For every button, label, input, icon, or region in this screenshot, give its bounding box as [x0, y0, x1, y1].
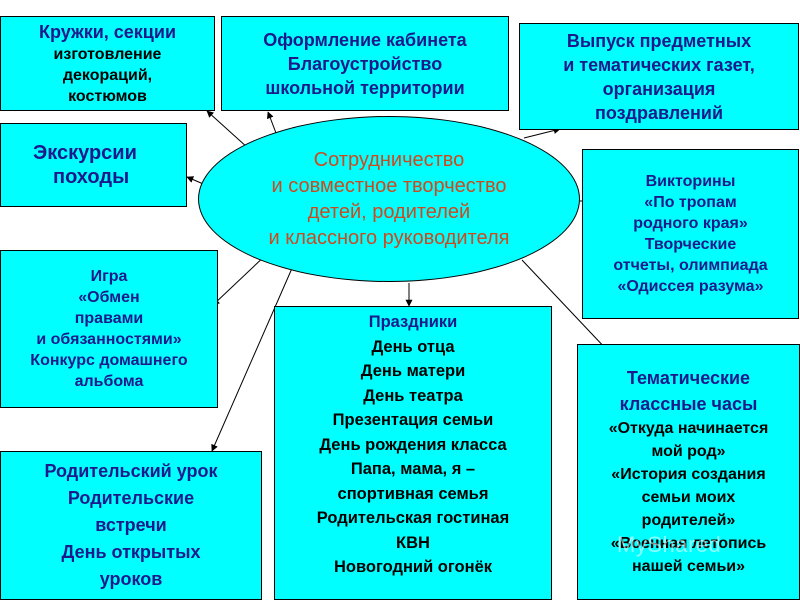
- arrow-to-vypusk: [523, 127, 561, 139]
- box-igra: Игра «Обмен правами и обязанностями» Кон…: [0, 250, 218, 408]
- box-igra-line: и обязанностями»: [36, 331, 182, 348]
- box-igra-line: альбома: [74, 373, 144, 390]
- center-line: и совместное творчество: [271, 175, 507, 197]
- box-kruzhki-line: Кружки, секции: [38, 22, 177, 42]
- box-prazdniki-line: спортивная семья: [337, 484, 489, 503]
- box-kruzhki: Кружки, секции изготовление декораций, к…: [0, 16, 215, 111]
- box-prazdniki-line: КВН: [396, 533, 430, 552]
- center-line: Сотрудничество: [313, 149, 465, 171]
- box-vypusk-line: Выпуск предметных: [566, 30, 752, 51]
- box-tematicheskie-line: классные часы: [619, 394, 758, 414]
- center-ellipse: Сотрудничество и совместное творчество д…: [198, 116, 580, 282]
- box-oformlenie-line: Оформление кабинета: [263, 29, 467, 50]
- box-tematicheskie-line: Тематические: [626, 368, 751, 388]
- box-prazdniki-line: Презентация семьи: [332, 411, 494, 429]
- box-prazdniki-line: День театра: [363, 386, 463, 405]
- box-tematicheskie-line: нашей семьи»: [631, 558, 746, 575]
- box-igra-line: «Обмен: [78, 289, 140, 306]
- box-roditelskiy-line: уроков: [99, 569, 163, 589]
- box-prazdniki-line: Праздники: [368, 313, 458, 331]
- box-tematicheskie-line: «История создания: [611, 466, 766, 483]
- box-tematicheskie-line: семьи моих: [641, 489, 736, 506]
- arrow-to-kruzhki: [206, 110, 249, 149]
- box-prazdniki-line: Родительская гостиная: [316, 509, 510, 527]
- box-oformlenie-line: школьной территории: [265, 77, 465, 98]
- box-tematicheskie: Тематические классные часы «Откуда начин…: [577, 344, 800, 600]
- box-viktoriny-line: Викторины: [645, 173, 736, 190]
- arrow-to-igra: [212, 252, 269, 306]
- box-prazdniki-line: День матери: [360, 362, 466, 380]
- box-viktoriny: Викторины «По тропам родного края» Творч…: [582, 149, 799, 319]
- center-line: детей, родителей: [307, 201, 471, 223]
- box-prazdniki-line: День отца: [371, 337, 455, 356]
- box-roditelskiy-line: Родительский урок: [44, 461, 218, 481]
- box-prazdniki: Праздники День отца День матери День теа…: [274, 306, 552, 600]
- box-kruzhki-line: изготовление: [53, 46, 162, 63]
- box-viktoriny-line: Творческие: [644, 236, 737, 253]
- box-vypusk-line: и тематических газет,: [563, 54, 755, 75]
- box-tematicheskie-line: «Военная летопись: [610, 535, 767, 552]
- box-ekskursii: Экскурсии походы: [0, 123, 187, 207]
- box-vypusk: Выпуск предметных и тематических газет, …: [519, 23, 799, 130]
- box-igra-line: Игра: [90, 268, 128, 285]
- box-ekskursii-line: Экскурсии: [33, 142, 137, 164]
- box-tematicheskie-line: «Откуда начинается: [608, 420, 769, 437]
- arrow-to-roditelskiy: [211, 265, 294, 452]
- box-viktoriny-line: отчеты, олимпиада: [613, 257, 768, 274]
- box-viktoriny-line: «Одиссея разума»: [617, 278, 764, 295]
- box-viktoriny-line: «По тропам: [644, 194, 737, 211]
- box-roditelskiy-line: День открытых: [61, 542, 201, 562]
- box-vypusk-line: поздравлений: [594, 102, 724, 123]
- arrow-to-tematicheskie: [521, 259, 609, 352]
- box-viktoriny-line: родного края»: [633, 215, 748, 232]
- box-oformlenie-line: Благоустройство: [287, 53, 443, 74]
- center-line: и классного руководителя: [268, 227, 510, 249]
- box-ekskursii-line: походы: [53, 166, 130, 188]
- arrow-to-oformlenie: [266, 111, 277, 134]
- box-prazdniki-line: День рождения класса: [319, 435, 507, 454]
- box-tematicheskie-line: родителей»: [641, 512, 736, 529]
- box-tematicheskie-line: мой род»: [651, 443, 726, 460]
- box-kruzhki-line: декораций,: [62, 67, 153, 84]
- box-kruzhki-line: костюмов: [68, 88, 147, 105]
- watermark: MyShared: [617, 532, 722, 557]
- box-vypusk-line: организация: [602, 78, 716, 99]
- box-igra-line: Конкурс домашнего: [30, 352, 188, 369]
- box-roditelskiy-line: Родительские: [67, 488, 195, 508]
- box-oformlenie: Оформление кабинета Благоустройство школ…: [221, 16, 509, 111]
- box-igra-line: правами: [74, 310, 144, 327]
- box-prazdniki-line: Новогодний огонёк: [333, 558, 493, 576]
- box-roditelskiy: Родительский урок Родительские встречи Д…: [0, 451, 262, 600]
- box-roditelskiy-line: встречи: [95, 515, 167, 535]
- box-prazdniki-line: Папа, мама, я –: [350, 460, 476, 478]
